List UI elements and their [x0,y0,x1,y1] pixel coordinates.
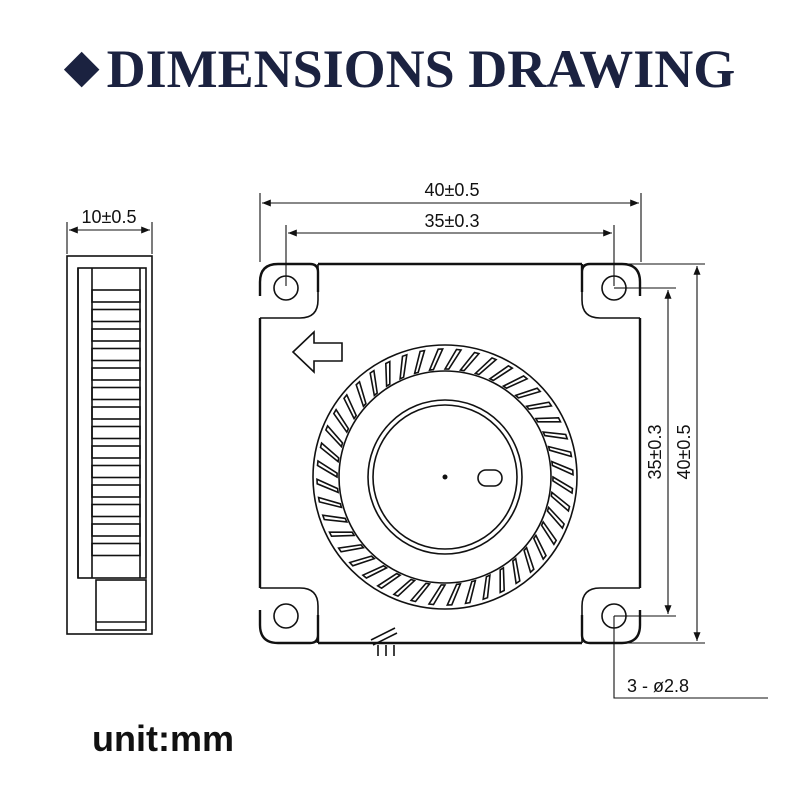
impeller-blade [547,445,573,458]
impeller-blade [392,578,417,598]
side-fins [91,289,141,557]
impeller-blade [428,348,444,372]
side-fin [91,445,141,459]
impeller-blade [337,543,365,553]
side-body [66,255,153,635]
lug-bottom-left [260,587,319,643]
title-text: DIMENSIONS DRAWING [106,39,736,99]
impeller-blade [321,514,349,523]
side-fin [91,503,141,518]
impeller-blade [482,573,491,601]
side-fin [91,542,141,557]
hub-slot [477,469,503,487]
impeller-blade [355,380,367,408]
impeller-blade [343,393,358,421]
impeller-blade [525,401,553,411]
impeller-blade [446,582,462,606]
impeller-blade [317,496,343,509]
hub-inner [372,404,518,550]
side-fin [91,523,141,537]
diamond-icon: ◆ [64,42,99,91]
holes-label: 3 - ø2.8 [627,676,689,696]
impeller-blade [399,353,408,381]
impeller-blade [328,531,356,538]
impeller-blade [488,364,514,382]
impeller-blades [316,348,574,606]
impeller-blade [409,582,432,603]
impeller-blade [534,416,562,423]
side-fin [91,425,141,440]
hub-center-dot [442,474,448,480]
side-fin [91,328,141,342]
impeller-blade [499,566,506,594]
height-hole-label: 35±0.3 [645,425,665,480]
width-outer-label: 40±0.5 [425,180,480,200]
impeller-blade [473,356,498,376]
side-fin [91,406,141,420]
impeller-blade [369,369,379,397]
side-view: 10±0.5 [66,207,153,635]
lug-bottom-right [581,587,640,643]
impeller-blade [550,460,574,476]
side-fin [91,484,141,498]
impeller-blade [532,533,547,561]
impeller-blade [316,478,340,494]
impeller-blade [376,572,402,590]
impeller-blade [514,387,542,399]
impeller-blade [511,557,521,585]
side-fin [91,289,141,303]
impeller-blade [540,520,558,546]
impeller-blade [552,475,574,495]
impeller-blade [458,351,481,372]
side-connector [95,579,147,631]
impeller-blade [348,555,376,567]
impeller-blade [427,584,447,606]
mount-hole-top-left [273,275,299,301]
impeller-blade [501,375,529,390]
side-fin [91,347,141,362]
airflow-arrow-icon [291,330,343,374]
side-thickness-label: 10±0.5 [82,207,137,227]
unit-label: unit:mm [92,718,234,759]
impeller-blade [546,505,566,530]
impeller-blade [319,441,340,464]
width-hole-label: 35±0.3 [425,211,480,231]
lug-top-left [260,264,319,319]
side-inner [77,267,147,579]
impeller-outer-ring [312,344,578,610]
impeller-blade [324,424,344,449]
impeller-blade [361,564,389,579]
height-outer-label: 40±0.5 [674,425,694,480]
side-fin [91,308,141,323]
mount-hole-bottom-left [273,603,299,629]
hub-outer [367,399,523,555]
impeller-blade [541,431,569,440]
side-fin [91,367,141,381]
impeller-blade [384,360,391,388]
wire-exit [370,627,398,656]
front-body-outline [258,262,642,645]
impeller-blade [443,348,463,370]
impeller-inner-ring [338,370,552,584]
impeller-blade [523,546,535,574]
side-fin [91,386,141,401]
impeller-blade [464,579,477,605]
impeller-blade [550,490,571,513]
hole-leader-line [613,616,768,699]
impeller-blade [413,349,426,375]
impeller-blade [316,459,338,479]
lug-top-right [581,264,640,319]
impeller-blade [332,408,350,434]
page-title: ◆DIMENSIONS DRAWING [0,38,800,100]
front-view: 40±0.5 35±0.3 40±0.5 35±0.3 [258,180,768,699]
side-fin [91,464,141,479]
